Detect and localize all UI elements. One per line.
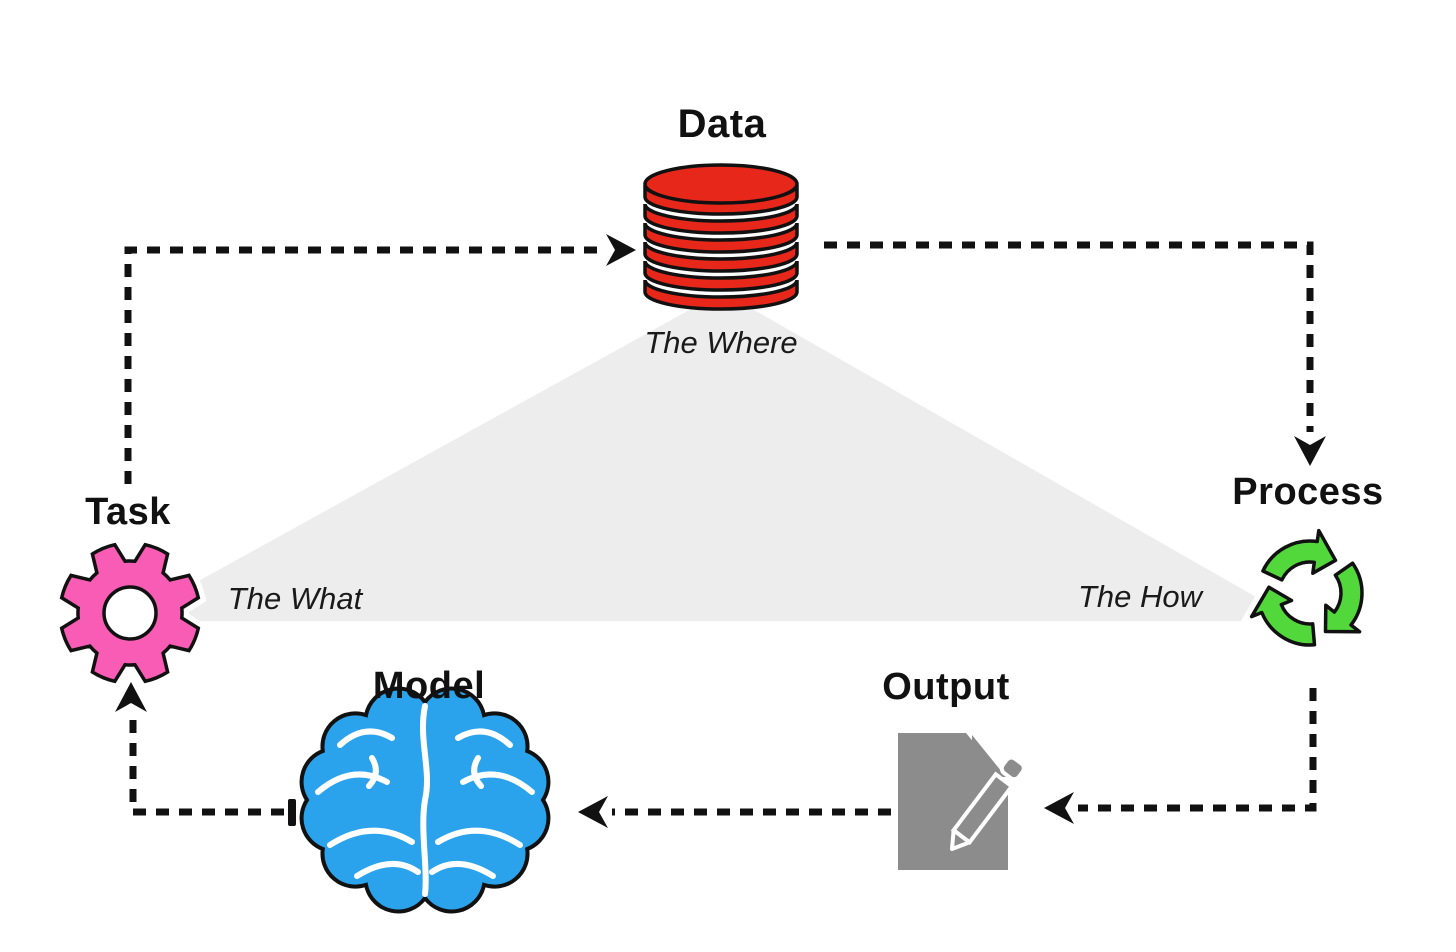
task-label: Task xyxy=(85,491,171,533)
the-where-label: The Where xyxy=(644,325,798,360)
connector-arrowheads xyxy=(115,234,1326,828)
document-pencil-icon xyxy=(898,733,1026,870)
tee-terminator xyxy=(288,799,296,826)
brain-gyri xyxy=(315,703,535,897)
the-what-label: The What xyxy=(227,581,363,616)
triangle-backdrop xyxy=(126,303,1298,621)
edge-task-to-data xyxy=(124,246,598,484)
edge-process-to-output xyxy=(1078,688,1317,812)
recycle-icon xyxy=(1235,509,1380,652)
arrowhead-into-output xyxy=(1044,792,1074,824)
document-folded-corner xyxy=(972,735,1006,777)
arrowhead-into-data xyxy=(606,234,636,266)
database-icon xyxy=(643,163,799,311)
arrowhead-into-process xyxy=(1294,436,1326,466)
process-label: Process xyxy=(1232,471,1384,513)
arrowhead-into-model xyxy=(578,796,608,828)
connector-lines xyxy=(124,241,1317,816)
model-label: Model xyxy=(372,665,486,707)
gear-icon xyxy=(53,536,207,690)
pencil xyxy=(950,755,1026,851)
edge-data-to-process xyxy=(824,241,1314,432)
arrowhead-into-task xyxy=(115,682,147,712)
data-label: Data xyxy=(677,102,767,146)
brain-icon xyxy=(299,686,551,914)
edge-model-to-task xyxy=(129,714,284,816)
the-how-label: The How xyxy=(1077,579,1203,614)
output-label: Output xyxy=(882,666,1010,708)
